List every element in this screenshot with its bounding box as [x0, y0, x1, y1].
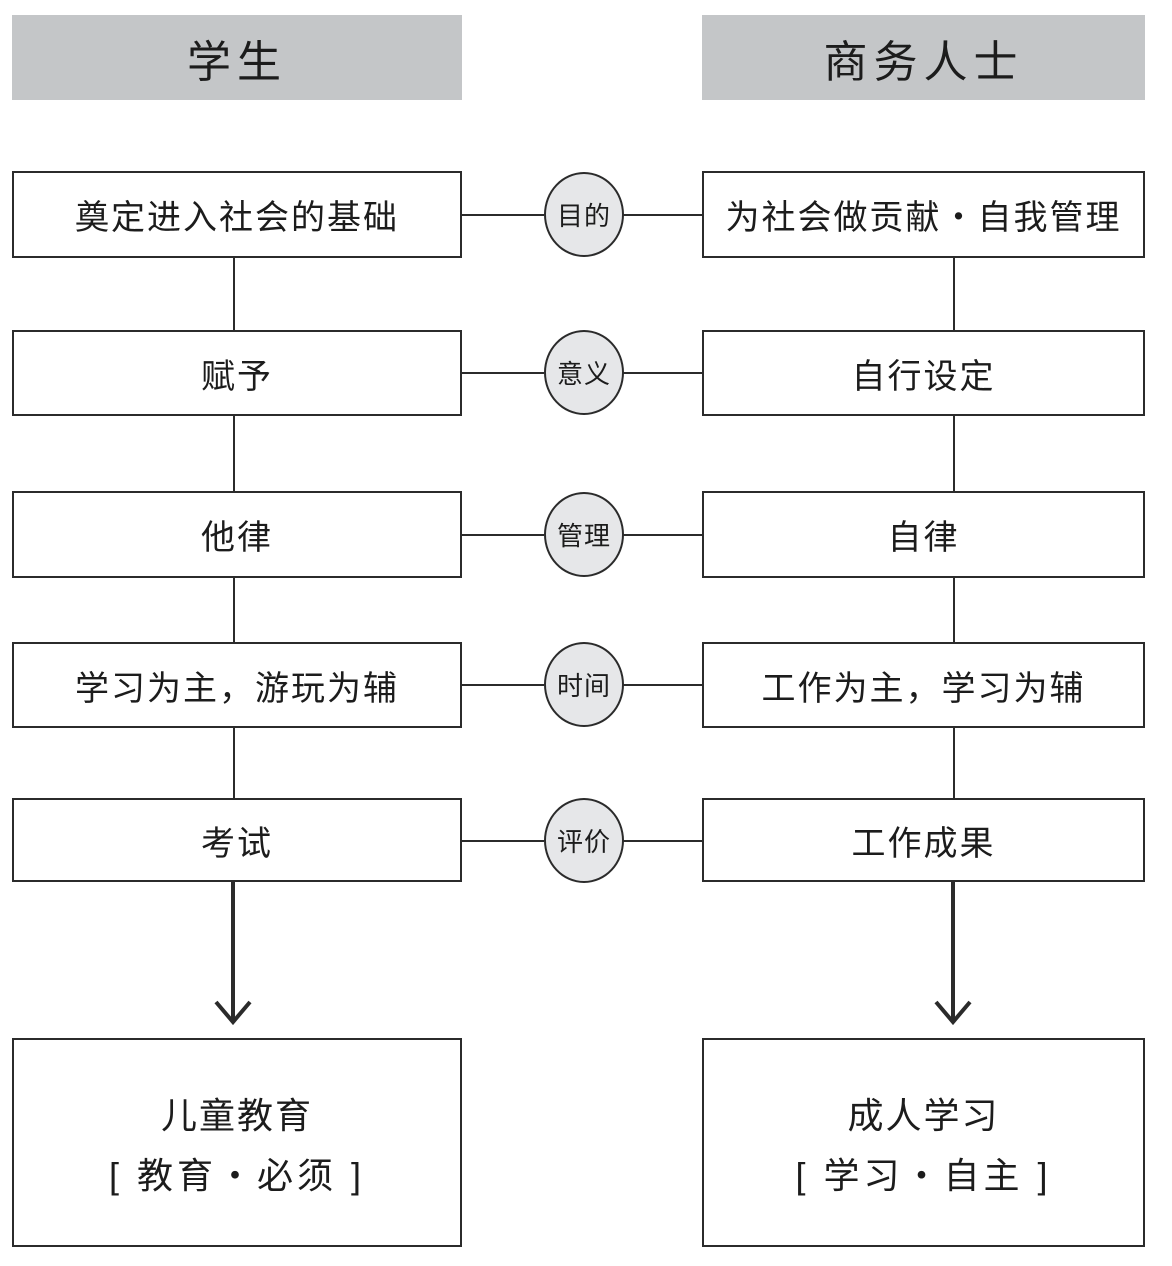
node-right-row3-label: 自律 [887, 519, 960, 557]
node-left-row3-label: 他律 [201, 519, 273, 557]
connector-label-row2-text: 意义 [556, 359, 611, 389]
node-left-row4[interactable]: 学习为主，游玩为辅 [12, 642, 462, 728]
arrow-down-left [214, 880, 252, 1026]
node-right-row2-label: 自行设定 [851, 357, 996, 396]
node-left-row1-label: 奠定进入社会的基础 [75, 199, 399, 237]
connector-line-left-row3 [462, 534, 544, 536]
outcome-box-right[interactable]: 成人学习 [ 学习・自主 ] [702, 1038, 1145, 1247]
node-left-row2-label: 赋予 [201, 357, 273, 396]
node-right-row4[interactable]: 工作为主，学习为辅 [702, 642, 1145, 728]
connector-line-right-row2 [622, 372, 704, 374]
vline-left-r4-r5 [233, 728, 235, 798]
vline-left-r2-r3 [233, 416, 235, 491]
node-right-row1[interactable]: 为社会做贡献・自我管理 [702, 171, 1145, 258]
connector-label-row1-text: 目的 [556, 201, 611, 231]
connector-label-row3-text: 管理 [556, 521, 611, 551]
column-header-left: 学生 [12, 15, 462, 100]
connector-label-row5-text: 评价 [556, 827, 611, 857]
vline-right-r1-r2 [953, 258, 955, 331]
outcome-box-left[interactable]: 儿童教育 [ 教育・必须 ] [12, 1038, 462, 1247]
connector-line-right-row3 [622, 534, 704, 536]
connector-line-left-row5 [462, 840, 544, 842]
connector-label-row4[interactable]: 时间 [544, 642, 624, 727]
outcome-left-title: 儿童教育 [160, 1094, 313, 1136]
column-header-right: 商务人士 [702, 15, 1145, 100]
connector-line-left-row2 [462, 372, 544, 374]
node-left-row1[interactable]: 奠定进入社会的基础 [12, 171, 462, 258]
vline-right-r2-r3 [953, 416, 955, 491]
outcome-left-subtitle: [ 教育・必须 ] [108, 1154, 365, 1196]
connector-line-right-row1 [622, 214, 704, 216]
connector-label-row2[interactable]: 意义 [544, 330, 624, 415]
connector-line-right-row5 [622, 840, 704, 842]
node-right-row2[interactable]: 自行设定 [702, 330, 1145, 416]
node-left-row5-label: 考试 [201, 824, 273, 863]
node-left-row3[interactable]: 他律 [12, 491, 462, 578]
vline-right-r3-r4 [953, 578, 955, 643]
connector-line-left-row4 [462, 684, 544, 686]
connector-label-row1[interactable]: 目的 [544, 172, 624, 257]
arrow-down-right [934, 880, 972, 1026]
connector-label-row4-text: 时间 [556, 671, 611, 701]
connector-label-row3[interactable]: 管理 [544, 492, 624, 577]
connector-label-row5[interactable]: 评价 [544, 798, 624, 883]
node-right-row1-label: 为社会做贡献・自我管理 [725, 199, 1122, 237]
vline-right-r4-r5 [953, 728, 955, 798]
node-right-row4-label: 工作为主，学习为辅 [761, 669, 1086, 708]
node-right-row3[interactable]: 自律 [702, 491, 1145, 578]
node-left-row5[interactable]: 考试 [12, 798, 462, 882]
node-right-row5-label: 工作成果 [851, 824, 996, 863]
vline-left-r1-r2 [233, 258, 235, 331]
outcome-right-subtitle: [ 学习・自主 ] [795, 1154, 1052, 1196]
node-left-row2[interactable]: 赋予 [12, 330, 462, 416]
column-header-right-label: 商务人士 [823, 37, 1024, 87]
node-left-row4-label: 学习为主，游玩为辅 [75, 669, 399, 708]
node-right-row5[interactable]: 工作成果 [702, 798, 1145, 882]
vline-left-r3-r4 [233, 578, 235, 643]
outcome-right-title: 成人学习 [847, 1094, 1000, 1136]
connector-line-right-row4 [622, 684, 704, 686]
column-header-left-label: 学生 [187, 37, 287, 87]
connector-line-left-row1 [462, 214, 544, 216]
